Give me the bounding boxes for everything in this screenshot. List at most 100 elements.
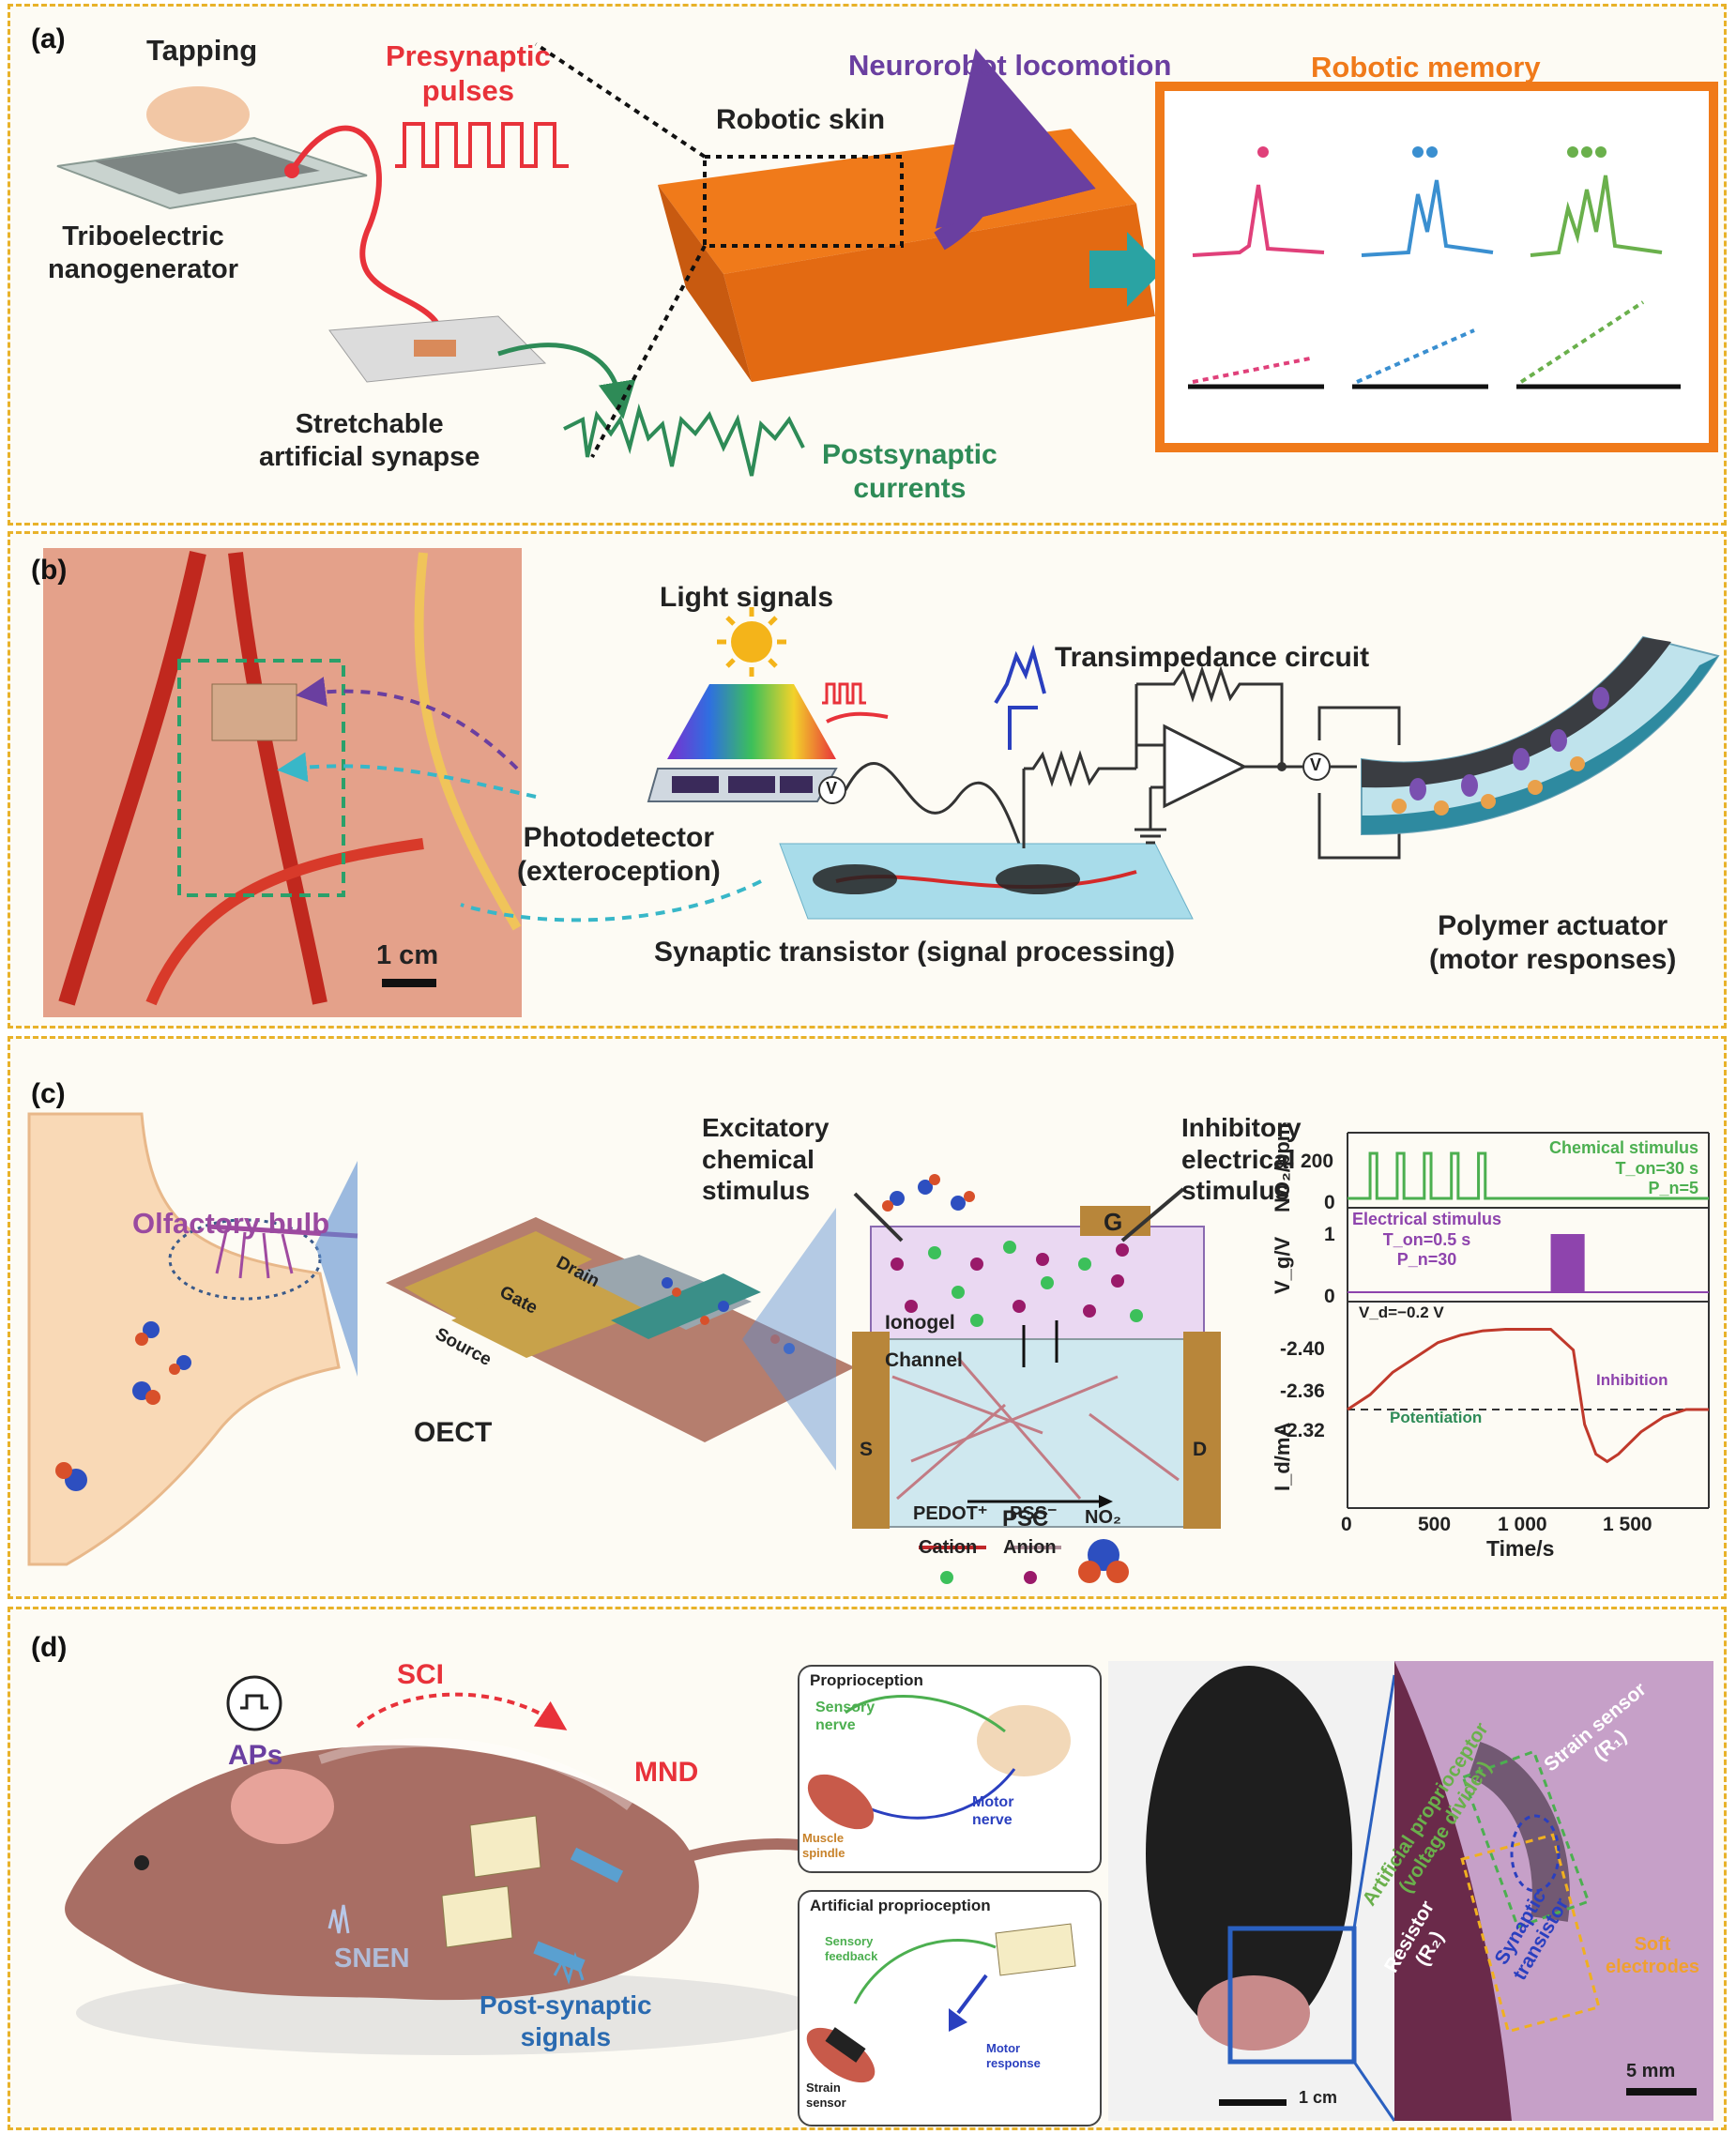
oect-label: OECT (414, 1417, 493, 1448)
transistor-label: Synaptic transistor (signal processing) (654, 937, 1176, 968)
photodetector-label: Photodetector (exteroception) (517, 821, 721, 889)
drain-electrode (1183, 1332, 1221, 1529)
sensory-feedback-label: Sensory feedback (825, 1934, 877, 1963)
ytick-232: -2.32 (1280, 1420, 1325, 1441)
postsynaptic-line-1: Postsynaptic (822, 439, 997, 470)
light-signals-label: Light signals (660, 582, 834, 613)
robotic-skin-label: Robotic skin (716, 104, 886, 135)
skin-zoom-box (703, 155, 904, 248)
chem-annotation: Chemical stimulus T_on=30 s P_n=5 (1549, 1138, 1698, 1199)
anion-dot (1024, 1571, 1037, 1584)
hand-icon (146, 86, 250, 143)
motor-response-line-2: response (986, 2055, 1041, 2070)
excitatory-label: Excitatory chemical stimulus (702, 1112, 829, 1207)
post-synaptic-line-2: signals (520, 2021, 612, 2051)
ytick-0-a: 0 (1324, 1192, 1335, 1213)
excitatory-line-3: stimulus (702, 1176, 811, 1206)
locomotion-label: Neurorobot locomotion (848, 49, 1172, 82)
panel-a-graphics (56, 42, 1718, 477)
gate-electrode (1080, 1206, 1150, 1236)
xtick-500: 500 (1418, 1514, 1452, 1535)
muscle-spindle-label: Muscle spindle (802, 1831, 845, 1860)
ionogel-layer (870, 1226, 1205, 1340)
synapse-line-1: Stretchable (295, 409, 444, 439)
pss-label: PSS⁻ (1010, 1503, 1058, 1524)
panel-d: (d) SCI APs MND SNEN Post-synaptic signa… (8, 1607, 1727, 2130)
channel-label: Channel (885, 1349, 963, 1371)
memory-trace-1 (1192, 184, 1325, 257)
xtick-1000: 1 000 (1498, 1514, 1547, 1535)
motor-nerve-line-2: nerve (972, 1812, 1013, 1829)
inhibition-label: Inhibition (1596, 1371, 1668, 1389)
sensory-feedback-line-2: feedback (825, 1948, 878, 1963)
locomotion-arrow (934, 48, 1096, 251)
presynaptic-label: Presynaptic pulses (386, 38, 551, 108)
actuator-line-2: (motor responses) (1429, 944, 1677, 975)
soft-electrodes-line-2: electrodes (1606, 1957, 1700, 1977)
actuator-line-1: Polymer actuator (1438, 910, 1668, 941)
chem-annotation-1: Chemical stimulus (1549, 1138, 1699, 1157)
artificial-proprioception-title: Artificial proprioception (810, 1897, 991, 1914)
xlabel: Time/s (1486, 1536, 1555, 1561)
tapping-label: Tapping (146, 34, 258, 67)
aps-label: APs (228, 1740, 283, 1771)
motor-response-line-1: Motor (986, 2041, 1021, 2055)
panel-c-graphics (27, 1112, 1710, 1584)
oect-channel (611, 1273, 761, 1339)
postsynaptic-line-2: currents (853, 473, 967, 504)
pedot-label: PEDOT⁺ (913, 1503, 988, 1524)
excitatory-line-1: Excitatory (702, 1113, 830, 1142)
mouse-body (65, 1745, 699, 2001)
ionogel-label: Ionogel (885, 1312, 955, 1334)
chem-annotation-3: P_n=5 (1648, 1179, 1699, 1198)
snen-label: SNEN (334, 1943, 410, 1974)
presynaptic-arrow (289, 125, 446, 350)
strain-sensor-small-line-1: Strain (806, 2081, 841, 2095)
mnd-label: MND (634, 1757, 699, 1788)
elec-annotation: Electrical stimulus T_on=0.5 s P_n=30 (1352, 1210, 1501, 1271)
patch-1 (469, 1815, 541, 1878)
triboelectric-label: Triboelectric nanogenerator (48, 221, 238, 286)
cation-label: Cation (919, 1537, 978, 1558)
nose-profile (27, 1112, 341, 1566)
photodetector-line-1: Photodetector (523, 822, 715, 853)
transimpedance-label: Transimpedance circuit (1055, 642, 1370, 673)
presynaptic-line-2: pulses (421, 74, 514, 108)
electrical-stimulus-series (1550, 1234, 1585, 1292)
d-label: D (1193, 1439, 1208, 1460)
transistor-film (779, 843, 1194, 920)
strain-sensor-small-line-2: sensor (806, 2095, 846, 2110)
post-synaptic-line-1: Post-synaptic (480, 1990, 652, 2020)
inhibitory-line-1: Inhibitory (1181, 1113, 1302, 1142)
post-synaptic-label: Post-synaptic signals (480, 1989, 652, 2052)
panel-c-label: (c) (31, 1078, 66, 1109)
excitatory-line-2: chemical (702, 1144, 815, 1174)
opamp-symbol (1163, 724, 1248, 809)
spinal-cord-icon (977, 1705, 1071, 1776)
ytick-1: 1 (1324, 1224, 1335, 1245)
ytick-0-b: 0 (1324, 1286, 1335, 1307)
sensory-feedback-line-1: Sensory (825, 1934, 874, 1948)
panel-b-graphics (43, 548, 1720, 1017)
source-electrode (852, 1332, 890, 1529)
no2-molecules-box (882, 1174, 975, 1212)
voltmeter-2-text: V (1310, 755, 1322, 774)
light-spectrum (667, 684, 836, 759)
ytick-240: -2.40 (1280, 1338, 1325, 1360)
memory-label: Robotic memory (1311, 51, 1541, 84)
xtick-1500: 1 500 (1603, 1514, 1652, 1535)
voltmeter-1-text: V (826, 779, 838, 798)
sun-icon (731, 621, 772, 663)
chart-plot-area (1347, 1151, 1709, 1464)
inhibitory-line-2: electrical (1181, 1144, 1296, 1174)
memory-trace-3 (1530, 175, 1663, 257)
no2-label: NO₂ (1085, 1507, 1121, 1528)
triboelectric-line-1: Triboelectric (62, 221, 224, 252)
sci-label: SCI (397, 1659, 445, 1690)
gate-electrode-label: G (1104, 1208, 1123, 1236)
chem-annotation-2: T_on=30 s (1615, 1158, 1699, 1178)
muscle-spindle-line-2: spindle (802, 1845, 845, 1860)
synapse-label: Stretchable artificial synapse (259, 408, 480, 474)
pulse-icon (822, 682, 866, 705)
scale-label-photo: 1 cm (1299, 2088, 1338, 2107)
